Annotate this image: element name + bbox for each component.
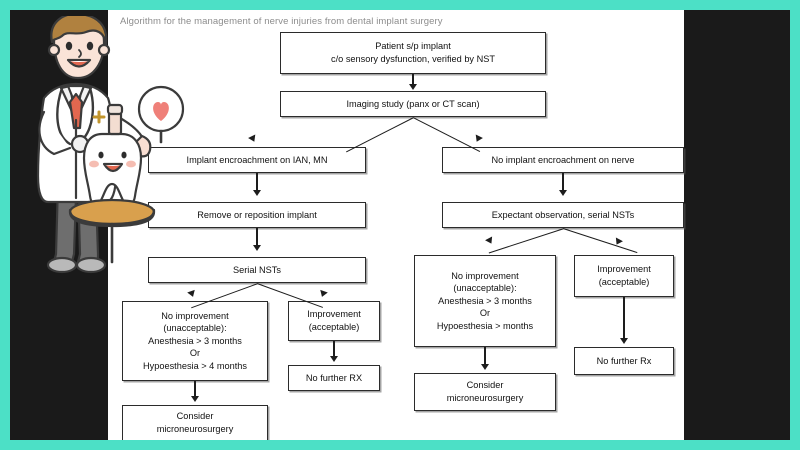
ear-left xyxy=(47,43,61,57)
node-left-consider-surgery-label: Consider microneurosurgery xyxy=(156,411,234,434)
edge-encroachno-expectant xyxy=(562,173,564,191)
arrowhead-imaging-encroach-yes xyxy=(248,134,258,144)
arrowhead-serialnsts-leftimprove xyxy=(318,289,328,299)
edge-rightnoimprove-consider xyxy=(484,347,486,365)
arm-left xyxy=(38,110,72,156)
tooth-cheek-left xyxy=(89,160,99,168)
arrowhead-leftimprove-nofurther xyxy=(330,356,338,362)
shoe-left xyxy=(46,256,78,274)
implant-post xyxy=(107,110,123,136)
tooth-mouth xyxy=(102,162,124,173)
arrowhead-encroachno-expectant xyxy=(559,190,567,196)
node-left-no-further-rx: No further RX xyxy=(288,365,380,391)
arrowhead-encroachyes-remove xyxy=(253,190,261,196)
heart-icon xyxy=(153,102,169,121)
node-remove-label: Remove or reposition implant xyxy=(197,209,317,220)
stethoscope-tube xyxy=(56,86,72,146)
edge-leftimprove-nofurther xyxy=(333,341,335,358)
arrowhead-rightnoimprove-consider xyxy=(481,364,489,370)
node-left-improvement: Improvement (acceptable) xyxy=(288,301,380,341)
node-serial-nsts: Serial NSTs xyxy=(148,257,366,283)
node-encroach-yes-label: Implant encroachment on IAN, MN xyxy=(186,154,328,165)
slide-canvas: Algorithm for the management of nerve in… xyxy=(10,10,790,440)
node-right-no-further-rx: No further Rx xyxy=(574,347,674,375)
arrowhead-remove-serialnsts xyxy=(253,245,261,251)
node-left-no-further-rx-label: No further RX xyxy=(305,372,363,383)
node-encroach-no-label: No implant encroachment on nerve xyxy=(491,154,635,165)
node-remove: Remove or reposition implant xyxy=(148,202,366,228)
teeth xyxy=(69,61,89,62)
node-imaging-label: Imaging study (panx or CT scan) xyxy=(346,98,480,109)
edge-start-imaging xyxy=(412,74,414,85)
edge-encroachyes-remove xyxy=(256,173,258,191)
tooth-eye-right xyxy=(121,151,127,159)
node-expectant: Expectant observation, serial NSTs xyxy=(442,202,684,228)
edge-imaging-encroach-yes xyxy=(345,117,414,153)
node-right-no-improvement-label: No improvement (unacceptable): Anesthesi… xyxy=(436,270,534,331)
tooth-cheek-right xyxy=(126,160,136,168)
arrowhead-expectant-rightnoimprove xyxy=(485,236,495,246)
node-left-consider-surgery: Consider microneurosurgery xyxy=(122,405,268,440)
node-right-consider-surgery: Consider microneurosurgery xyxy=(414,373,556,411)
node-imaging: Imaging study (panx or CT scan) xyxy=(280,91,546,117)
edge-expectant-rightimprove xyxy=(562,228,638,254)
node-expectant-label: Expectant observation, serial NSTs xyxy=(491,209,635,220)
tooth-mouth-teeth xyxy=(105,165,121,166)
arrowhead-start-imaging xyxy=(409,84,417,90)
edge-expectant-rightnoimprove xyxy=(488,228,564,254)
arrowhead-imaging-encroach-no xyxy=(473,134,483,144)
arrowhead-serialnsts-leftnoimprove xyxy=(187,289,197,299)
edge-leftnoimprove-consider xyxy=(194,381,196,397)
wooden-platform-side xyxy=(68,208,156,228)
node-right-no-further-rx-label: No further Rx xyxy=(596,355,652,366)
ear-right xyxy=(97,43,111,57)
node-left-no-improvement: No improvement (unacceptable): Anesthesi… xyxy=(122,301,268,381)
cross-badge xyxy=(92,110,106,124)
node-encroach-no: No implant encroachment on nerve xyxy=(442,147,684,173)
eye-right xyxy=(86,41,94,51)
node-right-improvement: Improvement (acceptable) xyxy=(574,255,674,297)
shoe-right xyxy=(75,256,107,274)
node-right-improvement-label: Improvement (acceptable) xyxy=(597,264,651,287)
page-title: Algorithm for the management of nerve in… xyxy=(120,16,443,27)
nose xyxy=(78,49,82,58)
arrowhead-leftnoimprove-consider xyxy=(191,396,199,402)
edge-remove-serialnsts xyxy=(256,228,258,246)
node-start-label: Patient s/p implant c/o sensory dysfunct… xyxy=(331,41,495,64)
implant-cap xyxy=(106,103,124,116)
eye-left xyxy=(65,41,73,51)
tooth-eye-left xyxy=(98,151,104,159)
node-start: Patient s/p implant c/o sensory dysfunct… xyxy=(280,32,546,74)
diagram-panel: Algorithm for the management of nerve in… xyxy=(108,10,684,440)
node-left-improvement-label: Improvement (acceptable) xyxy=(307,309,361,332)
node-encroach-yes: Implant encroachment on IAN, MN xyxy=(148,147,366,173)
dentist-illustration xyxy=(36,16,185,274)
hair xyxy=(50,16,108,46)
edge-rightimprove-nofurther xyxy=(623,297,625,340)
node-serial-nsts-label: Serial NSTs xyxy=(233,264,281,275)
arrowhead-rightimprove-nofurther xyxy=(620,338,628,344)
node-right-consider-surgery-label: Consider microneurosurgery xyxy=(446,380,524,403)
node-left-no-improvement-label: No improvement (unacceptable): Anesthesi… xyxy=(143,310,247,371)
stethoscope-tube-2 xyxy=(82,86,95,140)
node-right-no-improvement: No improvement (unacceptable): Anesthesi… xyxy=(414,255,556,347)
